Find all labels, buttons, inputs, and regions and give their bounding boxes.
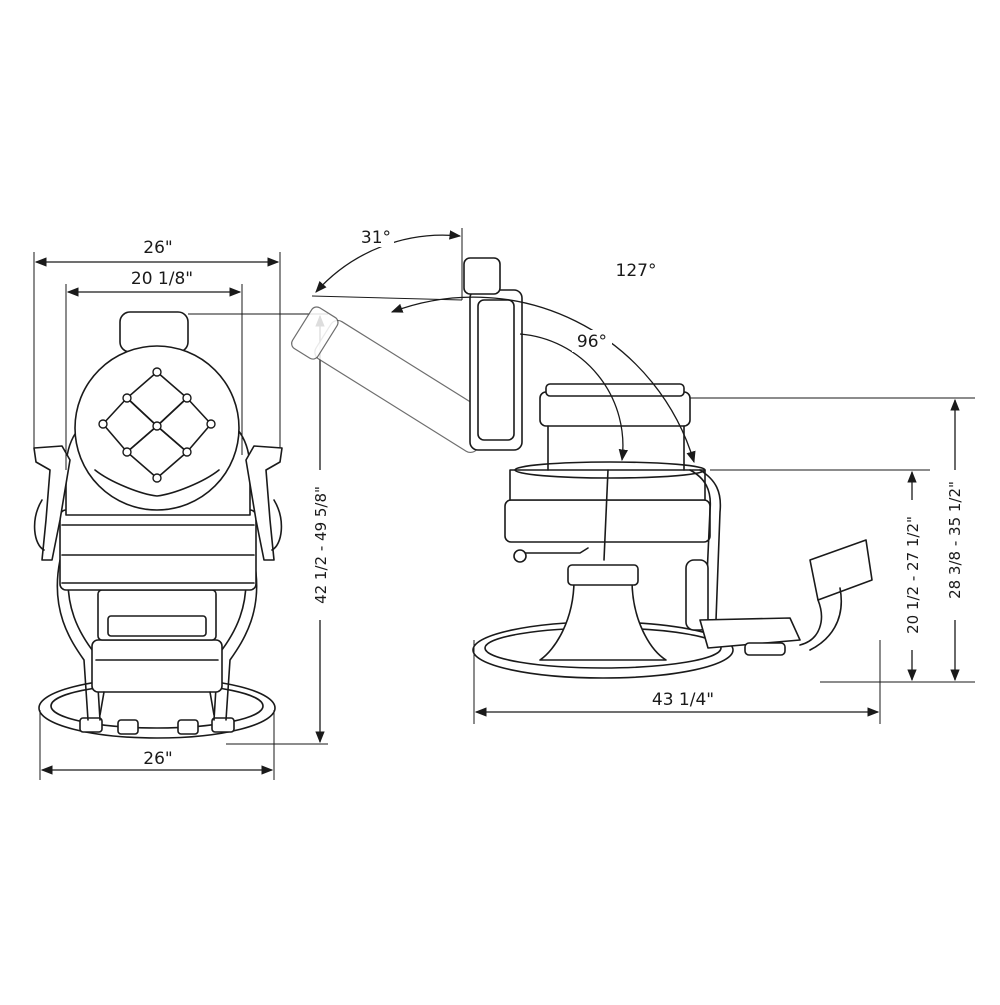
upright-angle-label: 96° [577,332,607,352]
overall-depth-label: 43 1/4" [652,690,714,710]
front-base-width-label: 26" [143,749,172,769]
front-height-range-label: 42 1/2 - 49 5/8" [312,486,330,604]
front-overall-width-label: 26" [143,238,172,258]
front-view-chair [33,311,283,739]
recline-angle-label: 31° [361,228,391,248]
front-seat-width-label: 20 1/8" [131,269,193,289]
max-angle-label: 127° [616,261,657,281]
seat-height-range-label: 20 1/2 - 27 1/2" [904,516,922,634]
arm-height-range-label: 28 3/8 - 35 1/2" [946,481,964,599]
side-view-chair [291,257,873,679]
